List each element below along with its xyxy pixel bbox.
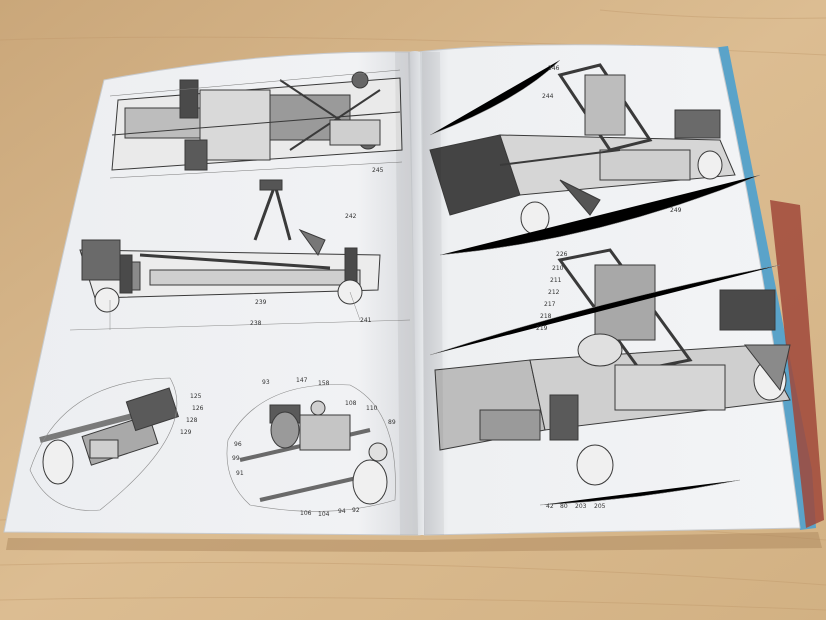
callout-218: 218 xyxy=(540,313,552,320)
spine-shadow-right xyxy=(422,52,444,535)
bottom-machine-callout-lines xyxy=(429,264,781,506)
machine-assembly-bottom-drawing xyxy=(434,248,791,486)
axle-b-outline xyxy=(226,384,396,512)
callout-219: 219 xyxy=(536,325,548,332)
callout-96: 96 xyxy=(234,441,242,448)
callout-89: 89 xyxy=(388,419,396,426)
callout-99: 99 xyxy=(232,455,240,462)
callout-91: 91 xyxy=(236,470,244,477)
spine-shadow-left xyxy=(395,52,418,535)
callout-110: 110 xyxy=(366,405,378,412)
axle-assembly-drawing-a xyxy=(39,387,180,485)
callout-104: 104 xyxy=(318,511,330,518)
chassis-side-view-drawing xyxy=(79,179,381,313)
callout-226: 226 xyxy=(556,251,568,258)
cover-art-strip xyxy=(770,200,824,528)
callout-106: 106 xyxy=(300,510,312,517)
machine-assembly-top-drawing xyxy=(429,63,736,235)
callout-242: 242 xyxy=(345,213,357,220)
callout-203: 203 xyxy=(575,503,587,510)
callout-94: 94 xyxy=(338,508,346,515)
booklet-shadow xyxy=(6,532,822,552)
chassis-callout-lines xyxy=(109,69,403,179)
callout-108: 108 xyxy=(345,400,357,407)
callout-128: 128 xyxy=(186,417,198,424)
callout-158: 158 xyxy=(318,380,330,387)
callout-211: 211 xyxy=(550,277,562,284)
callout-80: 80 xyxy=(560,503,568,510)
callout-249: 249 xyxy=(670,207,682,214)
callout-129: 129 xyxy=(180,429,192,436)
callout-244: 244 xyxy=(542,93,554,100)
callout-245: 245 xyxy=(372,167,384,174)
spine xyxy=(408,51,424,535)
callout-210: 210 xyxy=(552,265,564,272)
axle-a-outline xyxy=(29,377,178,511)
callout-125: 125 xyxy=(190,393,202,400)
chassis-top-view-drawing xyxy=(111,71,403,171)
callout-147: 147 xyxy=(296,377,308,384)
callout-42: 42 xyxy=(546,503,554,510)
callout-212: 212 xyxy=(548,289,560,296)
axle-assembly-drawing-b xyxy=(239,400,388,505)
callout-239: 239 xyxy=(255,299,267,306)
callout-205: 205 xyxy=(594,503,606,510)
top-machine-callout-lines xyxy=(429,59,761,256)
callout-126: 126 xyxy=(192,405,204,412)
callout-246: 246 xyxy=(548,65,560,72)
callout-217: 217 xyxy=(544,301,556,308)
side-view-callout-lines xyxy=(69,291,411,331)
callout-93: 93 xyxy=(262,379,270,386)
callout-238: 238 xyxy=(250,320,262,327)
callout-241: 241 xyxy=(360,317,372,324)
callout-92: 92 xyxy=(352,507,360,514)
